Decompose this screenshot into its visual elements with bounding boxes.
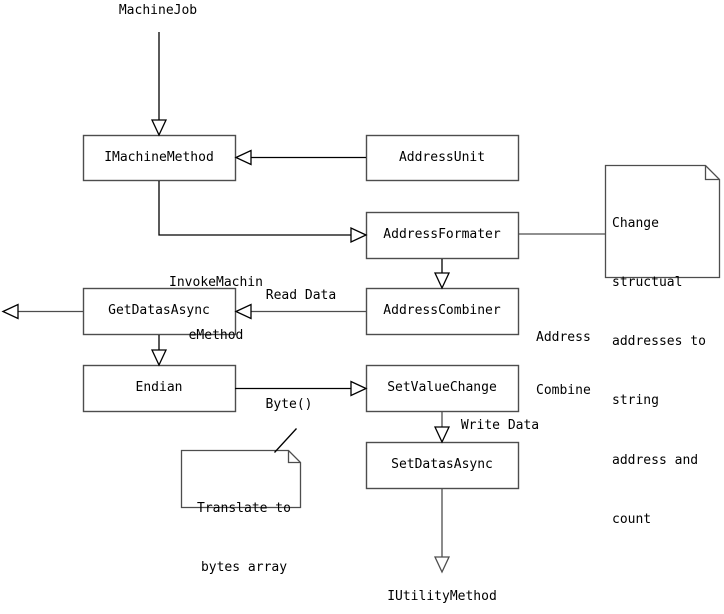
edge-getdatasasync-to-endian <box>150 335 168 367</box>
edge-setdatasasync-to-iutilitymethod <box>433 489 451 574</box>
edge-label-invoke-machine-method: InvokeMachin eMethod <box>160 239 272 379</box>
edge-label-line-1: Address <box>536 330 591 346</box>
note-text-translate-bytes: Translate to bytes array <box>190 459 298 614</box>
edge-label-line-2: eMethod <box>188 327 244 343</box>
node-box-addresscombiner[interactable] <box>365 287 520 336</box>
node-label-endian: Endian <box>135 380 183 396</box>
node-label-addressformater: AddressFormater <box>383 227 501 243</box>
edge-setvaluechange-to-setdatasasync <box>433 412 451 444</box>
edge-addresscombiner-to-getdatasasync <box>234 303 366 320</box>
exit-label-iutilitymethod: IUtilityMethod <box>387 589 497 604</box>
node-box-addressformater[interactable] <box>365 211 520 260</box>
node-box-setdatasasync[interactable] <box>365 441 520 490</box>
node-label-imachinemethod: IMachineMethod <box>104 149 214 165</box>
note-line-4: string <box>612 393 659 409</box>
entry-label-machinejob: MachineJob <box>118 3 198 18</box>
edge-addressformater-to-addresscombiner <box>433 259 451 290</box>
edge-endian-to-setvaluechange <box>235 380 368 397</box>
edge-label-line-2: Combine <box>536 382 591 398</box>
node-label-addressunit: AddressUnit <box>398 149 486 165</box>
note-text-address-change: Change structual addresses to string add… <box>612 174 716 569</box>
edge-getdatasasync-to-left-exit <box>1 303 83 320</box>
edge-machinejob-to-imachinemethod <box>150 32 168 137</box>
edge-imachinemethod-to-addressformater <box>158 181 368 244</box>
edge-addressunit-to-imachinemethod <box>234 149 366 166</box>
edge-label-line-1: InvokeMachin <box>169 275 263 291</box>
note-line-6: count <box>612 511 652 527</box>
edge-label-address-combine: Address Combine <box>536 294 606 434</box>
note-line-3: addresses to <box>612 334 706 349</box>
note-line-5: address and <box>612 452 699 468</box>
node-label-setdatasasync: SetDatasAsync <box>391 457 493 473</box>
note-line-1: Translate to <box>197 500 291 516</box>
note-line-1: Change <box>612 215 659 231</box>
note-line-2: bytes array <box>200 559 288 575</box>
edge-label-byte: Byte() <box>265 397 313 412</box>
note-line-2: structual <box>612 274 683 290</box>
node-box-setvaluechange[interactable] <box>365 364 520 413</box>
node-box-addressunit[interactable] <box>365 134 520 182</box>
note-shape-translate-bytes <box>180 428 302 509</box>
node-box-endian[interactable] <box>82 364 237 413</box>
edge-label-write-data: Write Data <box>460 418 540 433</box>
edge-label-read-data: Read Data <box>265 288 337 303</box>
node-label-getdatasasync: GetDatasAsync <box>108 303 210 319</box>
node-label-addresscombiner: AddressCombiner <box>383 303 501 319</box>
note-anchor-line <box>274 428 297 453</box>
node-box-imachinemethod[interactable] <box>82 134 237 182</box>
node-label-setvaluechange: SetValueChange <box>387 380 497 396</box>
note-shape-address-change <box>604 164 721 279</box>
